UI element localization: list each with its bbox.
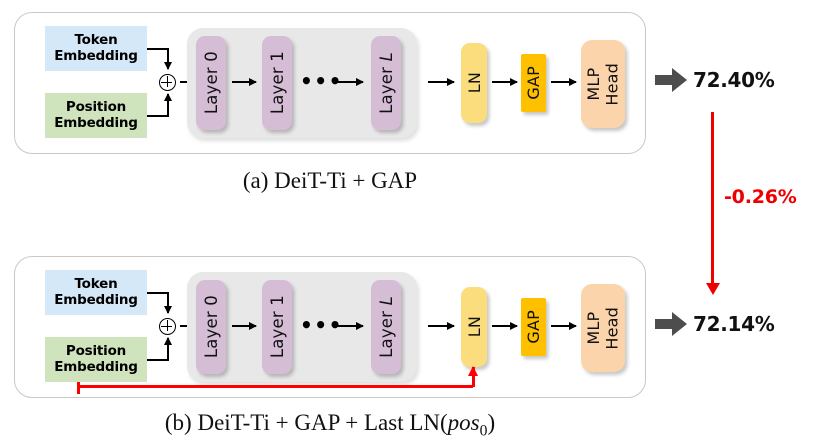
caption-a: (a) DeiT-Ti + GAP [14,168,646,194]
token-embedding-line1-b: Token [74,276,118,293]
ellipsis-to-layerL-arrow-b [335,321,364,330]
layer0-to-layer1-arrow-a [232,77,257,86]
token-embedding-box-b: Token Embedding [45,270,147,315]
mlp-head-line1-b: MLP [583,311,603,345]
layer-0-label-a: Layer [201,67,221,115]
skip-connection-arrow-into-ln [468,366,478,387]
mlp-head-line2-b: Head [602,306,621,350]
token-embedding-box-a: Token Embedding [45,26,147,71]
position-embedding-line1-b: Position [65,343,127,360]
layer-1-index-a: 1 [267,51,287,63]
position-embedding-box-b: Position Embedding [45,337,147,382]
accuracy-value-a: 72.40% [693,68,775,92]
layer0-to-layer1-arrow-b [232,321,257,330]
result-arrow-a [655,68,687,92]
layer-block-1-b: Layer 1 [262,280,292,374]
token-connector-h-b [147,292,169,294]
gap-label-b: GAP [524,310,543,344]
token-embedding-line2-b: Embedding [54,291,138,308]
layer-L-label-b: Layer [376,310,396,358]
gap-label-a: GAP [524,66,543,100]
layer-1-label-b: Layer [267,311,287,359]
token-connector-arrow-a [163,48,172,70]
mlp-head-line1-a: MLP [583,67,603,101]
position-connector-arrow-b [163,337,172,359]
token-embedding-line2-a: Embedding [54,47,138,64]
delta-arrow-stem [705,112,720,295]
skip-connection-vertical-left [77,382,80,394]
position-embedding-line2-b: Embedding [54,358,138,375]
ellipsis-to-layerL-arrow-a [335,77,364,86]
ln-to-gap-arrow-a [492,77,518,86]
layer-L-index-a: L [376,52,396,62]
layers-ellipsis-b: ••• [300,313,343,337]
token-connector-arrow-b [163,292,172,314]
layer-0-index-b: 0 [201,295,221,307]
caption-b-math: pos [447,410,480,435]
gap-block-b: GAP [521,298,546,356]
caption-b-suffix: ) [487,410,496,435]
gap-to-mlp-arrow-b [551,321,577,330]
caption-b-prefix: (b) DeiT-Ti + GAP + Last LN( [164,410,448,435]
layer-block-L-b: Layer L [371,280,401,374]
layer-0-label-b: Layer [201,311,221,359]
delta-value-label: -0.26% [724,186,797,208]
ln-block-a: LN [461,43,487,123]
layer-block-1-a: Layer 1 [262,36,292,130]
layer-L-index-b: L [376,296,396,306]
position-connector-h-a [147,115,169,117]
position-embedding-line1-a: Position [65,99,127,116]
layer-block-L-a: Layer L [371,36,401,130]
ln-to-gap-arrow-b [492,321,518,330]
mlp-head-line2-a: Head [602,62,621,106]
token-embedding-line1-a: Token [74,32,118,49]
layer-block-0-b: Layer 0 [196,280,226,374]
gap-to-mlp-arrow-a [551,77,577,86]
ln-label-b: LN [464,316,484,338]
position-embedding-box-a: Position Embedding [45,93,147,138]
accuracy-value-b: 72.14% [693,312,775,336]
result-arrow-b [655,312,687,336]
position-embedding-line2-a: Embedding [54,114,138,131]
ln-label-a: LN [464,72,484,94]
layers-to-ln-arrow-b [428,321,455,330]
layer-L-label-a: Layer [376,66,396,114]
caption-b: (b) DeiT-Ti + GAP + Last LN(pos0) [14,410,646,441]
sum-symbol-a [159,74,176,91]
position-connector-arrow-a [163,93,172,115]
layer-1-label-a: Layer [267,67,287,115]
layer-block-0-a: Layer 0 [196,36,226,130]
ln-block-b: LN [461,287,487,367]
layer-0-index-a: 0 [201,51,221,63]
layer-1-index-b: 1 [267,295,287,307]
caption-a-text: (a) DeiT-Ti + GAP [242,168,418,193]
token-connector-h-a [147,48,169,50]
layers-ellipsis-a: ••• [300,69,343,93]
layers-to-ln-arrow-a [428,77,455,86]
position-connector-h-b [147,359,169,361]
gap-block-a: GAP [521,54,546,112]
sum-symbol-b [159,318,176,335]
caption-b-subscript: 0 [479,422,488,440]
skip-connection-horizontal [77,385,473,388]
